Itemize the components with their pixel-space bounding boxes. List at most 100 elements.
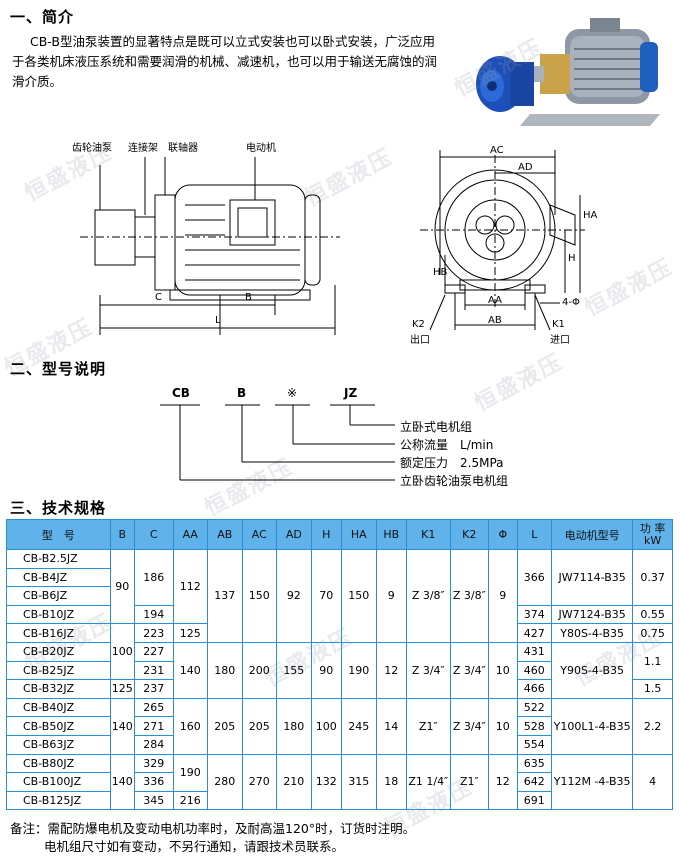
cell-C: 227	[133, 641, 174, 662]
cell-C: 237	[133, 679, 174, 699]
cell-AD: 180	[276, 697, 312, 755]
cell-L: 522	[516, 697, 553, 718]
label-dim-HB: HB	[433, 267, 448, 278]
cell-motor: Y100L1-4-B35	[551, 697, 634, 755]
table-row: CB-B4JZ	[6, 567, 673, 588]
cell-AA: 140	[172, 641, 209, 699]
table-row: CB-B20JZ 227 140 180 200 155 90 190 12 Z…	[6, 641, 673, 699]
cell-AC: 205	[241, 697, 278, 755]
label-dim-AD: AD	[518, 162, 533, 173]
cell-power: 0.75	[632, 623, 673, 643]
model-code-type: JZ	[344, 386, 358, 400]
cell-HA: 245	[341, 697, 377, 755]
cell-model: CB-B2.5JZ	[6, 549, 111, 569]
header-power-label: 功 率	[639, 521, 666, 535]
cell-K2: Z 3/4″	[449, 697, 490, 755]
product-photo	[470, 14, 670, 134]
header-power-unit: kW	[644, 533, 662, 547]
cell-motor: Y90S-4-B35	[551, 641, 634, 699]
cell-power: 4	[632, 753, 673, 811]
model-desc-flow: 公称流量 L/min	[400, 436, 493, 453]
table-row: CB-B10JZ 194 374 JW7124-B35 0.55	[6, 604, 673, 625]
spec-table: 型 号 B C AA AB AC AD H HA HB K1 K2 Φ L 电动…	[6, 519, 673, 811]
table-row: CB-B16JZ 100 223 125 427 Y80S-4-B35 0.75	[6, 623, 673, 681]
header-phi: Φ	[488, 519, 518, 550]
cell-AD: 155	[276, 641, 312, 699]
label-coupling: 联轴器	[168, 143, 198, 154]
side-view-drawing	[80, 157, 340, 335]
header-AD: AD	[276, 519, 312, 550]
cell-L: 691	[516, 790, 553, 811]
header-C: C	[133, 519, 174, 550]
cell-model: CB-B80JZ	[6, 753, 111, 774]
cell-model: CB-B100JZ	[6, 772, 111, 792]
cell-power: 2.2	[632, 697, 673, 755]
cell-model: CB-B25JZ	[6, 660, 111, 681]
cell-K1: Z 3/4″	[406, 641, 451, 699]
section-title-spec: 三、技术规格	[10, 499, 107, 517]
header-B: B	[109, 519, 135, 550]
label-pump: 齿轮油泵	[72, 143, 112, 154]
cell-phi: 10	[488, 641, 518, 699]
cell-K1: Z1 1/4″	[406, 753, 451, 811]
cell-AD: 92	[276, 549, 312, 643]
model-code-pressure: B	[237, 386, 247, 400]
cell-B: 140	[109, 697, 135, 755]
header-model: 型 号	[6, 519, 111, 550]
cell-HB: 12	[375, 641, 408, 699]
label-dim-L: L	[215, 315, 221, 326]
cell-L: 374	[516, 604, 553, 625]
cell-C: 271	[133, 716, 174, 736]
cell-model: CB-B125JZ	[6, 790, 111, 811]
cell-C: 345	[133, 790, 174, 811]
header-AB: AB	[207, 519, 243, 550]
cell-phi: 9	[488, 549, 518, 643]
cell-AB: 137	[207, 549, 243, 643]
model-code-series: CB	[172, 386, 190, 400]
cell-C: 329	[133, 753, 174, 774]
model-code-lines	[160, 404, 395, 481]
cell-H: 70	[310, 549, 343, 643]
cell-phi: 12	[488, 753, 518, 811]
cell-L: 366	[516, 549, 553, 606]
cell-model: CB-B10JZ	[6, 604, 111, 625]
cell-motor: Y80S-4-B35	[551, 623, 634, 643]
label-K1: K1	[552, 319, 565, 330]
table-row: CB-B63JZ 284 554	[6, 734, 673, 755]
header-motor: 电动机型号	[551, 519, 634, 550]
cell-AB: 205	[207, 697, 243, 755]
cell-B: 100	[109, 623, 135, 681]
header-HB: HB	[375, 519, 408, 550]
label-dim-AC: AC	[490, 145, 504, 156]
cell-model: CB-B32JZ	[6, 679, 111, 699]
cell-AD: 210	[276, 753, 312, 811]
note-line-2: 电机组尺寸如有变动，不另行通知，请跟技术员联系。	[44, 839, 345, 854]
model-desc-flow-unit: L/min	[460, 438, 494, 452]
header-H: H	[310, 519, 343, 550]
cell-HB: 14	[375, 697, 408, 755]
label-dim-AB: AB	[488, 315, 502, 326]
table-row: CB-B50JZ 271 528	[6, 716, 673, 736]
cell-HA: 190	[341, 641, 377, 699]
cell-K1: Z1″	[406, 697, 451, 755]
cell-HA: 150	[341, 549, 377, 643]
cell-AC: 270	[241, 753, 278, 811]
label-motor: 电动机	[246, 143, 276, 154]
cell-model: CB-B4JZ	[6, 567, 111, 588]
cell-model: CB-B6JZ	[6, 586, 111, 606]
cell-L: 635	[516, 753, 553, 774]
front-view-drawing	[420, 150, 585, 331]
cell-HA: 315	[341, 753, 377, 811]
cell-H: 100	[310, 697, 343, 755]
cell-HB: 9	[375, 549, 408, 643]
front-view-diagram: AC AD HA H HB AA AB 4-Φ K2 出口 K1 进口	[400, 135, 610, 350]
model-desc-flow-label: 公称流量	[400, 438, 449, 452]
cell-K2: Z1″	[449, 753, 490, 811]
side-view-diagram: 齿轮油泵 连接架 联轴器 电动机 C B L	[60, 135, 360, 355]
cell-C: 194	[133, 604, 174, 625]
cell-L: 460	[516, 660, 553, 681]
label-dim-C: C	[155, 292, 162, 303]
cell-power: 0.37	[632, 549, 673, 606]
